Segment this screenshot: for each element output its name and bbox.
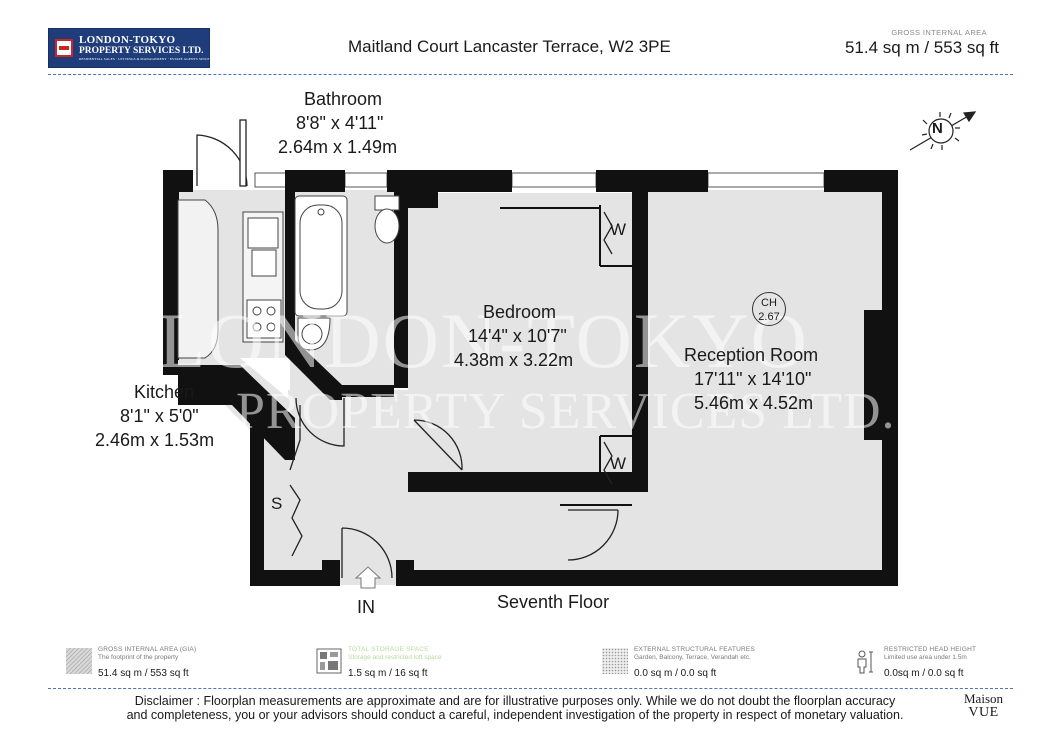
company-logo: LONDON-TOKYO PROPERTY SERVICES LTD. RESI… <box>48 28 218 68</box>
grid-icon <box>602 648 628 674</box>
logo-tagline: RESIDENTIAL SALES · LETTINGS & MANAGEMEN… <box>79 57 218 61</box>
kitchen-units <box>177 199 284 359</box>
brand-mark: Maison VUE <box>964 692 1003 720</box>
reception-name: Reception Room <box>684 345 819 365</box>
legend-head-height-title: RESTRICTED HEAD HEIGHT <box>884 646 977 653</box>
storage-icon <box>316 648 342 674</box>
header-divider <box>48 74 1013 75</box>
ceiling-height-value: 2.67 <box>758 311 780 323</box>
kitchen-imperial: 8'1" x 5'0" <box>120 406 199 426</box>
hatch-icon <box>66 648 92 674</box>
reception-metric: 5.46m x 4.52m <box>694 393 814 413</box>
ceiling-height-badge: CH 2.67 <box>752 292 786 326</box>
legend-storage-title: TOTAL STORAGE SPACE <box>348 646 429 653</box>
logo-emblem-icon <box>55 39 73 57</box>
entrance-arrow-icon <box>354 566 382 589</box>
footer-divider <box>48 688 1013 689</box>
bathroom-imperial: 8'8" x 4'11" <box>296 113 384 133</box>
storage-label: S <box>271 494 283 513</box>
kitchen-name: Kitchen <box>134 382 195 402</box>
disclaimer-line-2: and completeness, you or your advisors s… <box>126 708 904 722</box>
legend-storage-desc: Storage and restricted loft space <box>348 654 442 661</box>
floor-label: Seventh Floor <box>497 592 610 612</box>
compass-icon <box>909 111 977 151</box>
legend-gia-value: 51.4 sq m / 553 sq ft <box>98 668 189 679</box>
logo-name: LONDON-TOKYO <box>79 33 176 46</box>
legend-external-desc: Garden, Balcony, Terrace, Verandah etc. <box>634 654 751 661</box>
legend-head-height-desc: Limited use area under 1.5m <box>884 654 967 661</box>
entrance-label: IN <box>357 597 375 617</box>
gia-value: 51.4 sq m / 553 sq ft <box>844 38 999 57</box>
disclaimer: Disclaimer : Floorplan measurements are … <box>100 694 930 722</box>
walls <box>163 170 898 586</box>
brand-line-1: Maison <box>964 691 1003 706</box>
doors <box>196 119 619 579</box>
bedroom-name: Bedroom <box>483 302 557 322</box>
bathroom-name: Bathroom <box>304 89 383 109</box>
bathroom-metric: 2.64m x 1.49m <box>278 137 398 157</box>
partitions <box>500 205 632 506</box>
kitchen-metric: 2.46m x 1.53m <box>95 430 215 450</box>
person-icon <box>857 650 873 674</box>
compass-north-label: N <box>932 120 943 137</box>
legend-head-height-value: 0.0sq m / 0.0 sq ft <box>884 668 964 679</box>
ceiling-height-code: CH <box>761 297 777 309</box>
legend-external-title: EXTERNAL STRUCTURAL FEATURES <box>634 646 755 653</box>
property-address: Maitland Court Lancaster Terrace, W2 3PE <box>348 37 671 56</box>
wardrobe-top-label: W <box>610 220 627 239</box>
bedroom-metric: 4.38m x 3.22m <box>454 350 574 370</box>
gia-label: GROSS INTERNAL AREA <box>891 28 987 37</box>
brand-line-2: VUE <box>968 705 999 720</box>
wardrobe-bottom-label: W <box>610 454 627 473</box>
bathroom-fixtures <box>294 195 400 351</box>
reception-imperial: 17'11" x 14'10" <box>694 369 812 389</box>
windows <box>254 172 825 188</box>
disclaimer-line-1: Disclaimer : Floorplan measurements are … <box>134 694 896 708</box>
bedroom-imperial: 14'4" x 10'7" <box>468 326 567 346</box>
legend-storage-value: 1.5 sq m / 16 sq ft <box>348 668 428 679</box>
logo-subtitle: PROPERTY SERVICES LTD. <box>79 45 204 56</box>
legend-gia-desc: The footprint of the property <box>98 654 179 661</box>
legend-external-value: 0.0 sq m / 0.0 sq ft <box>634 668 717 679</box>
legend-gia-title: GROSS INTERNAL AREA (GIA) <box>98 646 197 653</box>
storage-doors <box>289 211 613 557</box>
